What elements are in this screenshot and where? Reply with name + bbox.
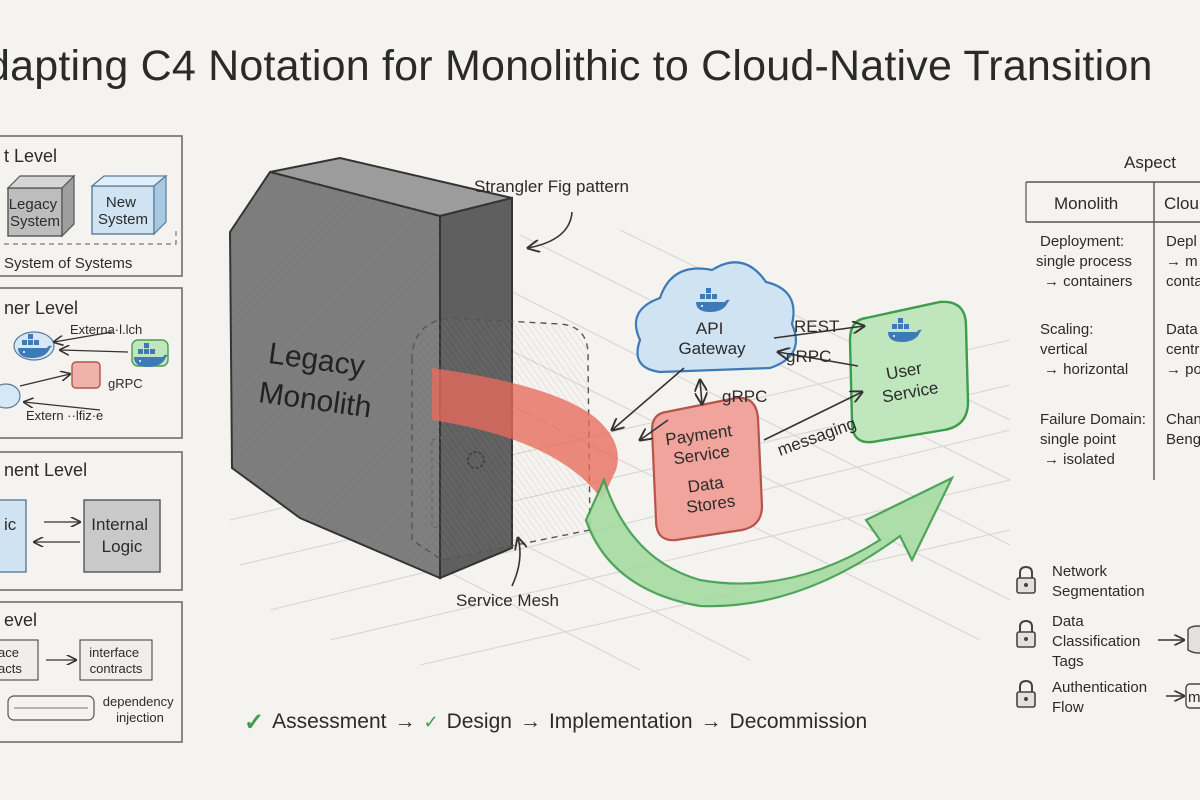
container-edge-external-top: Externa·l.lch xyxy=(70,322,142,337)
container-edge-external-bottom: Extern ··lfiz·e xyxy=(26,408,103,423)
level-title-component: nent Level xyxy=(4,460,87,480)
strangler-fig-label: Strangler Fig pattern xyxy=(474,177,629,196)
edge-label-messaging: messaging xyxy=(775,414,859,460)
svg-text:Network Segmentation: Network Segmentation xyxy=(1052,563,1145,600)
comparison-row-scaling-monolith: Scaling: vertical → horizontal xyxy=(1040,321,1128,378)
level-panel-code: evel ace acts interface contracts depend… xyxy=(0,601,183,743)
comparison-row-failure-monolith: Failure Domain: single point → isolated xyxy=(1040,411,1150,468)
node-legacy-system: Legacy System xyxy=(9,196,62,230)
comparison-col-cloud: Clou xyxy=(1164,194,1199,213)
level-title-code: evel xyxy=(4,610,37,630)
code-dependency-injection-caption: dependency injection xyxy=(103,694,177,725)
lock-icon xyxy=(1016,680,1036,708)
edge-label-grpc-gateway-user: gRPC xyxy=(786,347,831,366)
timeline-step-assessment: Assessment xyxy=(272,710,387,733)
api-gateway-node: API Gateway xyxy=(634,261,797,374)
payment-service-label: Payment Service Data Stores xyxy=(664,420,748,518)
comparison-col-monolith: Monolith xyxy=(1054,194,1118,213)
component-node-internal-logic: Internal Logic xyxy=(91,515,152,556)
api-gateway-label: API Gateway xyxy=(678,319,746,358)
security-item-data-classification: Data Classification Tags xyxy=(1016,613,1200,670)
timeline-arrow: → xyxy=(394,710,416,733)
comparison-row-scaling-cloud: Data centr → po xyxy=(1166,321,1200,378)
svg-text:Data Classification: Data Classification Tags xyxy=(1052,613,1145,670)
payment-service-node: Payment Service Data Stores xyxy=(650,396,764,542)
database-icon xyxy=(1187,625,1200,654)
strangler-flow-red xyxy=(432,368,618,500)
checkmark-icon: ✓ xyxy=(244,708,265,736)
level-panel-context: t Level Legacy System New System System … xyxy=(0,135,183,277)
diagram-title: dapting C4 Notation for Monolithic to Cl… xyxy=(0,42,1153,90)
user-service-label: User Service xyxy=(877,356,940,406)
component-node-left: ic xyxy=(4,515,17,534)
security-target-label: m xyxy=(1188,689,1200,706)
svg-text:Authentication Flow: Authentication Flow xyxy=(1052,679,1151,716)
timeline-step-decommission: Decommission xyxy=(729,710,868,733)
level-title-container: ner Level xyxy=(4,298,78,318)
migration-arrow-green xyxy=(584,475,955,608)
security-item-authentication: Authentication Flow m xyxy=(1016,679,1200,716)
timeline-arrow: → xyxy=(519,710,541,733)
timeline-step-design: Design xyxy=(446,710,512,733)
comparison-row-failure-cloud: Chang Bengu xyxy=(1166,411,1200,448)
comparison-row-deployment-cloud: Depl → m conta xyxy=(1166,233,1200,290)
comparison-header-aspect: Aspect xyxy=(1124,153,1176,172)
migration-timeline: ✓ Assessment → ✓ Design → Implementation… xyxy=(244,705,867,739)
level-panel-container: ner Level Externa·l.lch gRPC Extern ··lf… xyxy=(0,287,183,439)
edge-label-grpc-gateway-payment: gRPC xyxy=(722,387,767,406)
comparison-row-deployment-monolith: Deployment: single process → containers xyxy=(1036,233,1136,290)
lock-icon xyxy=(1016,566,1036,594)
level-title-context: t Level xyxy=(4,146,57,166)
edge-label-rest: REST xyxy=(794,317,839,336)
gear-icon xyxy=(467,451,485,469)
timeline-arrow: → xyxy=(700,710,722,733)
lock-icon xyxy=(1016,620,1036,648)
timeline-step-implementation: Implementation xyxy=(548,710,693,733)
container-edge-grpc: gRPC xyxy=(108,376,143,391)
checkmark-icon: ✓ xyxy=(423,711,439,732)
node-new-system: New System xyxy=(98,194,148,228)
code-node-interface-left: ace acts xyxy=(0,645,23,676)
system-of-systems-caption: System of Systems xyxy=(4,255,132,272)
service-mesh-label: Service Mesh xyxy=(456,591,559,610)
user-service-node: User Service xyxy=(848,300,970,444)
level-panel-component: nent Level ic Internal Logic xyxy=(0,451,183,591)
security-item-network: Network Segmentation xyxy=(1016,563,1145,600)
code-node-interface-contracts: interface contracts xyxy=(89,645,143,676)
security-list: Network Segmentation Data Classification… xyxy=(1016,563,1200,716)
comparison-table: Aspect Monolith Clou Deployment: single … xyxy=(1025,153,1200,480)
